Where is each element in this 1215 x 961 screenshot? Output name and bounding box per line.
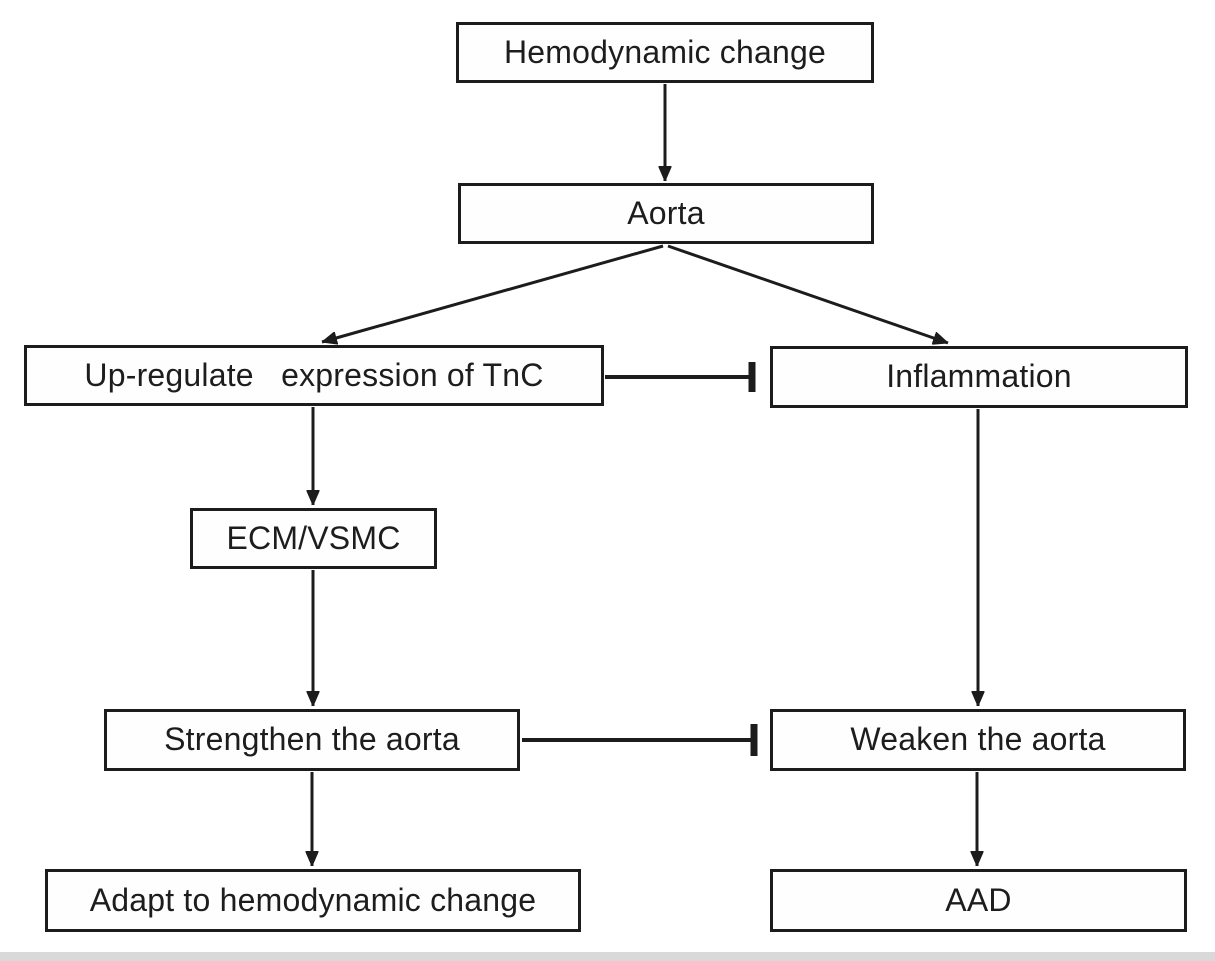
node-strengthen-aorta: Strengthen the aorta <box>104 709 520 771</box>
node-aad: AAD <box>770 869 1187 932</box>
inhibit-strengthen-to-weaken <box>522 724 758 756</box>
node-aorta-label: Aorta <box>627 194 705 231</box>
node-weaken-aorta: Weaken the aorta <box>770 709 1186 771</box>
node-aad-label: AAD <box>945 881 1012 918</box>
figure-bottom-edge <box>0 952 1215 961</box>
node-aorta: Aorta <box>458 183 874 244</box>
node-hemodynamic-change-label: Hemodynamic change <box>504 33 826 70</box>
node-strengthen-aorta-label: Strengthen the aorta <box>164 721 460 757</box>
node-hemodynamic-change: Hemodynamic change <box>456 22 874 83</box>
node-upregulate-tnc: Up-regulate expression of TnC <box>24 345 604 406</box>
node-upregulate-tnc-label: Up-regulate expression of TnC <box>84 356 544 393</box>
node-ecm-vsmc-label: ECM/VSMC <box>226 519 401 556</box>
node-adapt-hemodynamic-label: Adapt to hemodynamic change <box>89 881 537 918</box>
node-ecm-vsmc: ECM/VSMC <box>190 508 437 569</box>
node-inflammation: Inflammation <box>770 346 1188 408</box>
inhibit-upregulate-to-inflammation <box>605 362 756 392</box>
node-adapt-hemodynamic: Adapt to hemodynamic change <box>45 869 581 932</box>
node-inflammation-label: Inflammation <box>886 358 1072 394</box>
arrow-aorta-to-upregulate <box>322 244 664 342</box>
node-weaken-aorta-label: Weaken the aorta <box>850 721 1106 757</box>
arrow-aorta-to-inflammation <box>667 244 948 343</box>
